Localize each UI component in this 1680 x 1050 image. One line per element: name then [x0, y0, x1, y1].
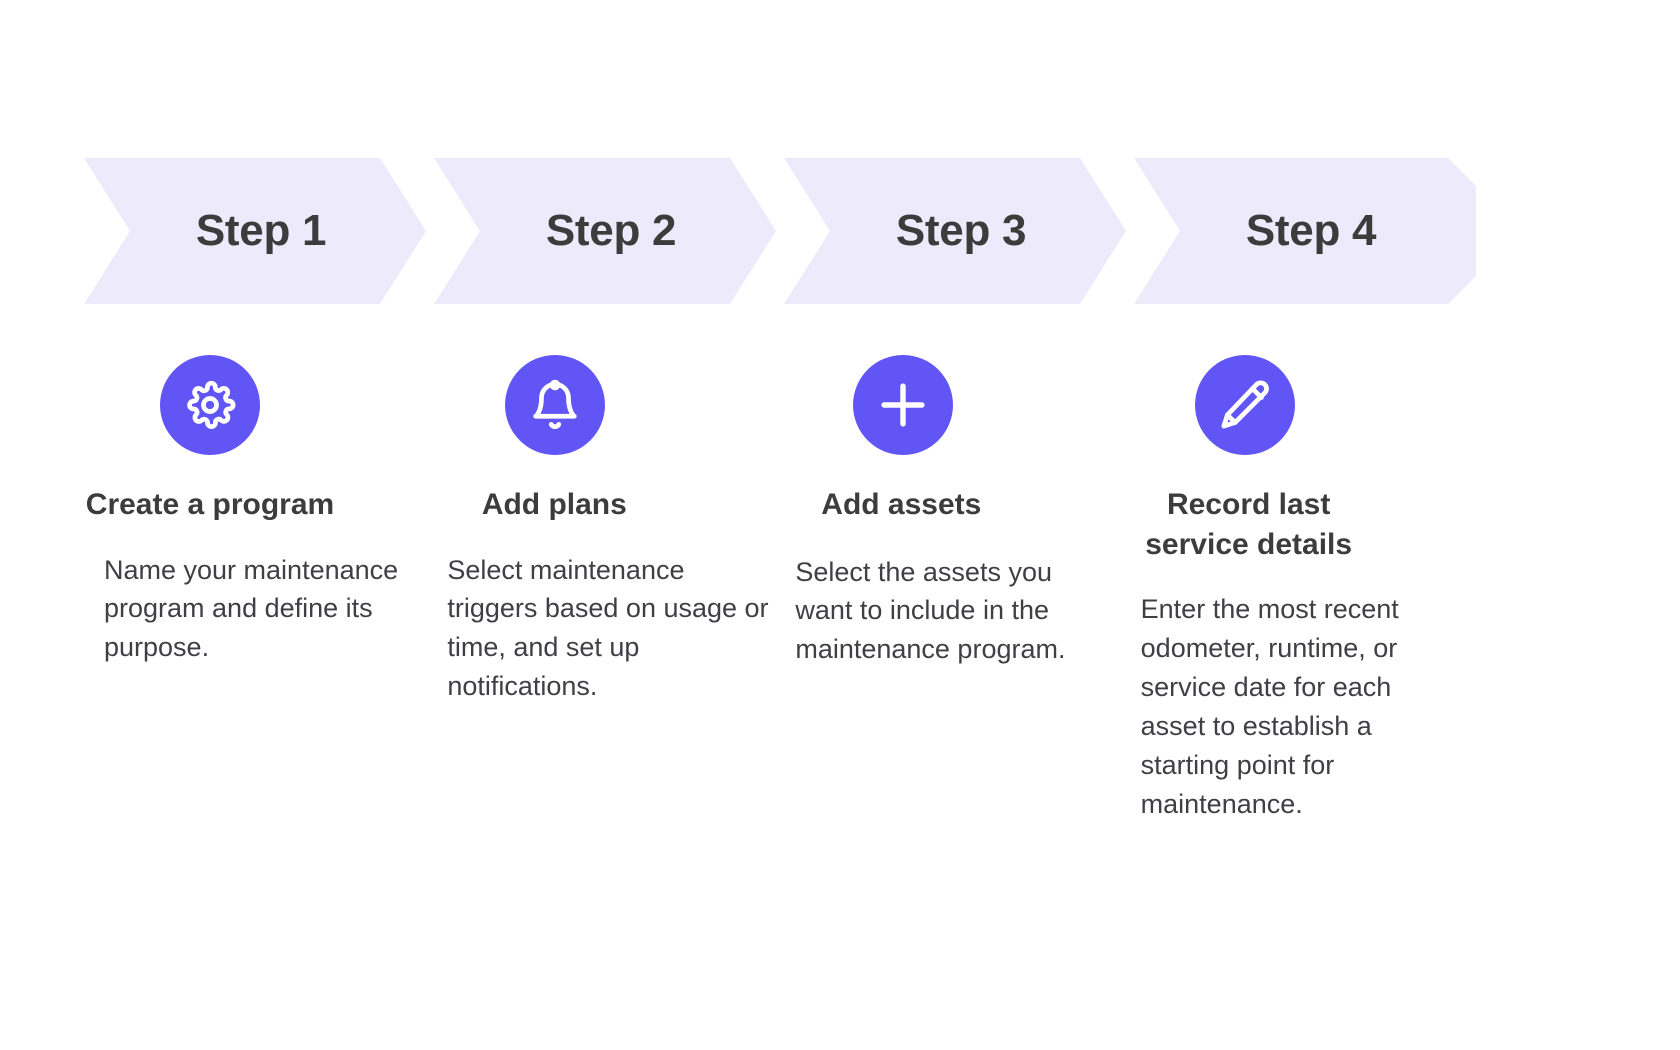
step-description: Select maintenance triggers based on usa…: [447, 554, 769, 702]
step-badge-label: Step 2: [545, 206, 677, 255]
step-chevron-band: Step 1 Step 2 Step 3 Step 4: [84, 158, 1476, 304]
step-columns: Create a program Name your maintenance p…: [84, 355, 1476, 823]
step-title: Record last service details: [1145, 488, 1353, 561]
step-chevron-3: Step 3: [784, 158, 1126, 304]
step-chevron-4: Step 4: [1134, 158, 1476, 304]
step-icon-badge-1: [160, 355, 260, 455]
step-title: Add plans: [481, 488, 627, 521]
step-column-1: Create a program Name your maintenance p…: [84, 355, 425, 823]
step-chevron-2: Step 2: [434, 158, 776, 304]
step-description: Select the assets you want to include in…: [795, 556, 1066, 665]
step-column-3: Add assets Select the assets you want to…: [785, 355, 1126, 823]
step-icon-badge-2: [505, 355, 606, 455]
step-description: Name your maintenance program and define…: [104, 554, 399, 663]
step-badge-label: Step 3: [895, 206, 1027, 255]
step-badge-label: Step 1: [195, 206, 327, 255]
step-chevron-1: Step 1: [84, 158, 426, 304]
step-icon-badge-3: [853, 355, 954, 455]
step-title: Add assets: [821, 488, 982, 521]
plus-icon: [876, 378, 930, 432]
bell-icon: [528, 378, 582, 432]
gear-icon: [183, 378, 237, 432]
pencil-icon: [1218, 378, 1272, 432]
step-column-4: Record last service details Enter the mo…: [1135, 355, 1476, 823]
step-icon-badge-4: [1194, 355, 1295, 455]
step-column-2: Add plans Select maintenance triggers ba…: [433, 355, 777, 823]
step-badge-label: Step 4: [1245, 206, 1377, 255]
step-title: Create a program: [85, 488, 335, 521]
step-description: Enter the most recent odometer, runtime,…: [1140, 594, 1399, 819]
